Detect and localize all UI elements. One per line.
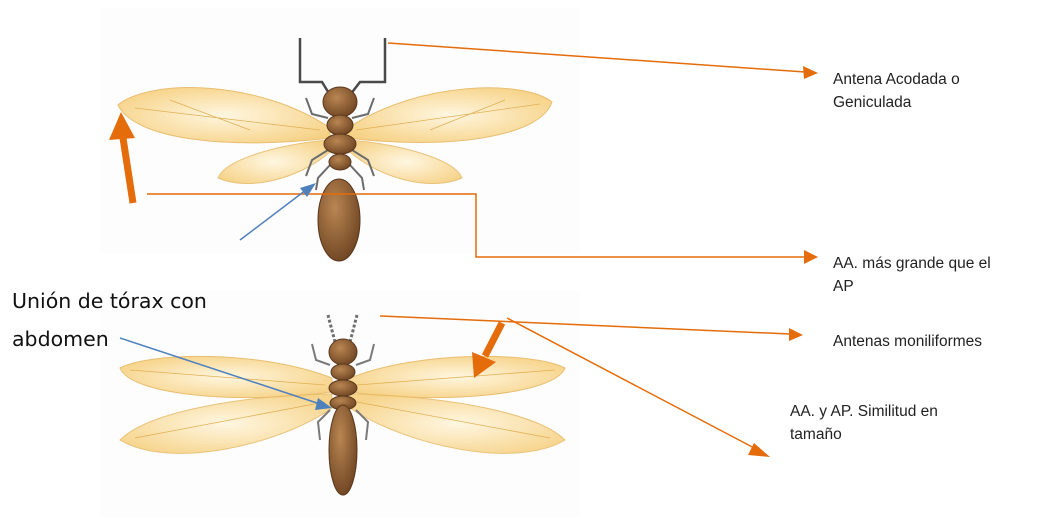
top-wing-size-arrow xyxy=(147,194,818,264)
top-antenna-label: Antena Acodada o Geniculada xyxy=(833,68,1033,114)
top-junction-pointer xyxy=(240,183,316,240)
termite-body xyxy=(329,339,357,495)
ant-body xyxy=(318,87,360,261)
bottom-wings-label: AA. y AP. Similitud en tamaño xyxy=(790,400,1020,446)
top-antenna-arrow xyxy=(388,43,818,79)
termite-antennae xyxy=(328,315,357,342)
ant-antennae xyxy=(300,38,385,95)
junction-label: Unión de tórax con abdomen xyxy=(12,282,312,358)
bottom-antenna-arrow xyxy=(380,316,803,341)
top-wing-thick-arrow xyxy=(109,112,135,203)
top-wings-label: AA. más grande que el AP xyxy=(833,252,1053,298)
bottom-antenna-label: Antenas moniliformes xyxy=(833,330,1053,353)
ant-illustration xyxy=(118,38,552,261)
